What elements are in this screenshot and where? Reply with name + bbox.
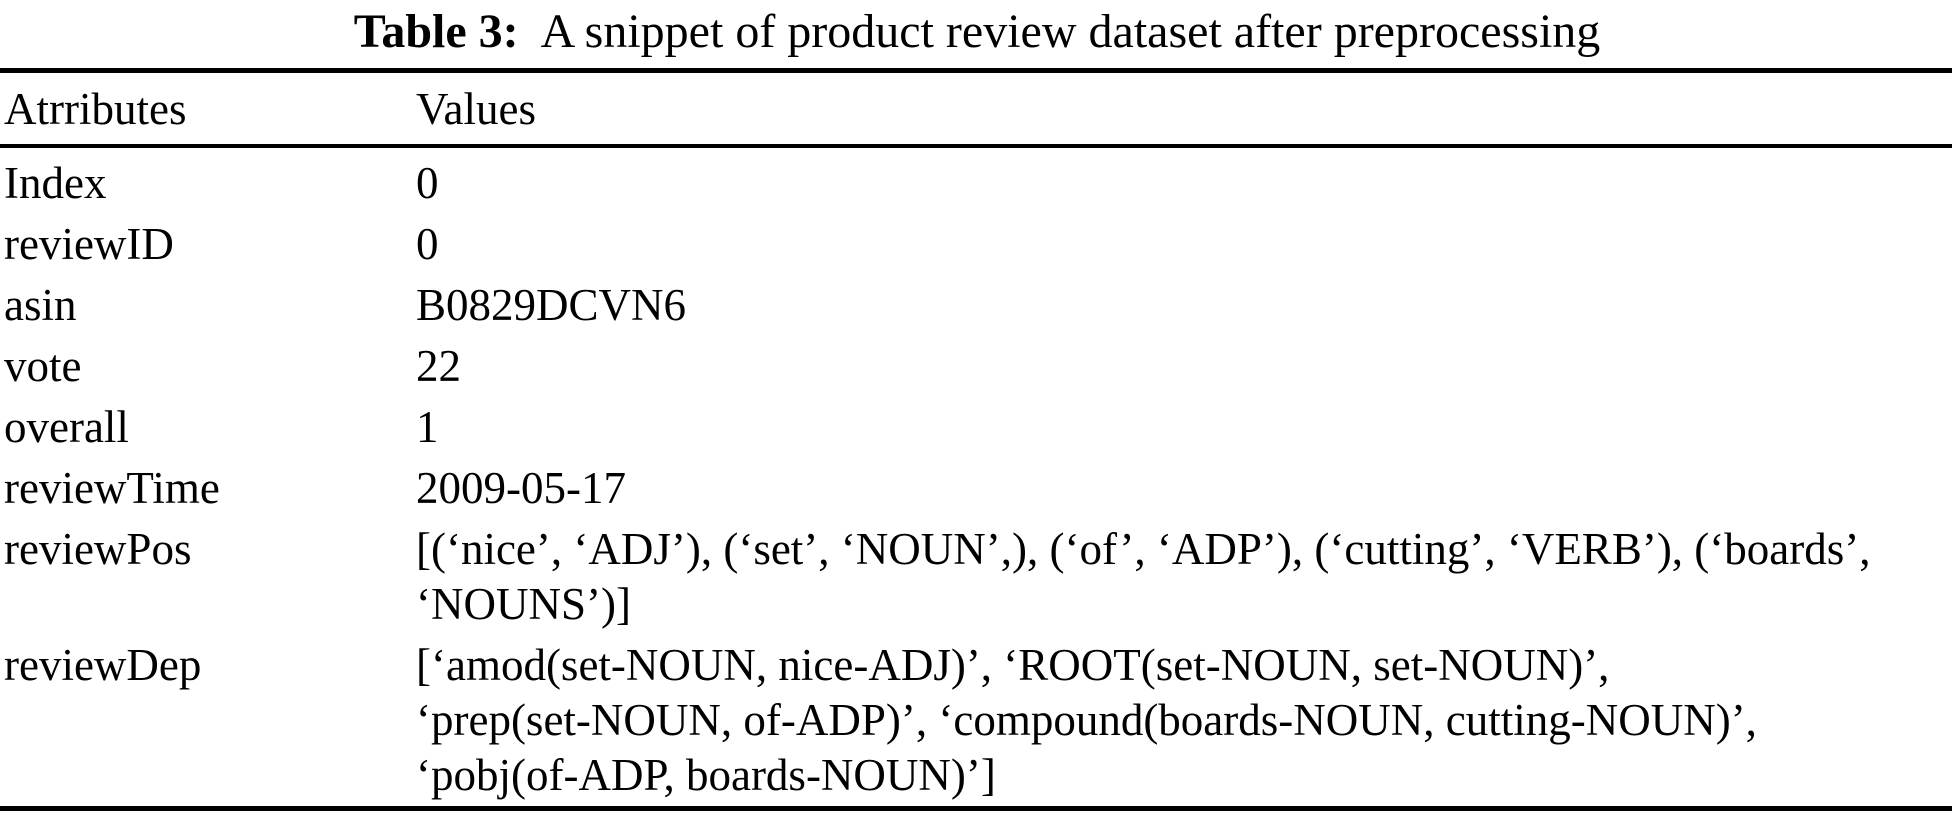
table-row-asin: asin B0829DCVN6 (0, 275, 1952, 336)
table-caption: Table 3: A snippet of product review data… (0, 2, 1954, 62)
attribute-cell: reviewPos (4, 524, 192, 574)
table-caption-label: Table 3: (353, 5, 519, 58)
attribute-cell: Index (4, 158, 107, 208)
attribute-cell: overall (4, 402, 129, 452)
column-header-attributes: Atrributes (0, 70, 416, 148)
table-header-row: Atrributes Values (0, 70, 1952, 148)
value-cell: 1 (416, 402, 439, 452)
table-row-vote: vote 22 (0, 336, 1952, 397)
value-cell: [(‘nice’, ‘ADJ’), (‘set’, ‘NOUN’,), (‘of… (416, 524, 1871, 629)
value-cell: 0 (416, 158, 439, 208)
attributes-values-table: Atrributes Values Index 0 reviewID 0 asi… (0, 68, 1952, 811)
value-cell: 22 (416, 341, 461, 391)
attribute-cell: asin (4, 280, 77, 330)
value-cell: B0829DCVN6 (416, 280, 687, 330)
attribute-cell: reviewDep (4, 640, 202, 690)
table-caption-text: A snippet of product review dataset afte… (540, 5, 1601, 58)
attribute-cell: vote (4, 341, 82, 391)
value-cell: [‘amod(set-NOUN, nice-ADJ)’, ‘ROOT(set-N… (416, 640, 1757, 800)
value-cell: 0 (416, 219, 439, 269)
table-row-reviewpos: reviewPos [(‘nice’, ‘ADJ’), (‘set’, ‘NOU… (0, 519, 1952, 635)
table-row-overall: overall 1 (0, 397, 1952, 458)
table-row-index: Index 0 (0, 146, 1952, 214)
attribute-cell: reviewID (4, 219, 174, 269)
attribute-cell: reviewTime (4, 463, 220, 513)
column-header-values: Values (416, 70, 1952, 148)
table-row-reviewid: reviewID 0 (0, 214, 1952, 275)
table-row-reviewtime: reviewTime 2009-05-17 (0, 458, 1952, 519)
table-row-reviewdep: reviewDep [‘amod(set-NOUN, nice-ADJ)’, ‘… (0, 635, 1952, 809)
value-cell: 2009-05-17 (416, 463, 626, 513)
